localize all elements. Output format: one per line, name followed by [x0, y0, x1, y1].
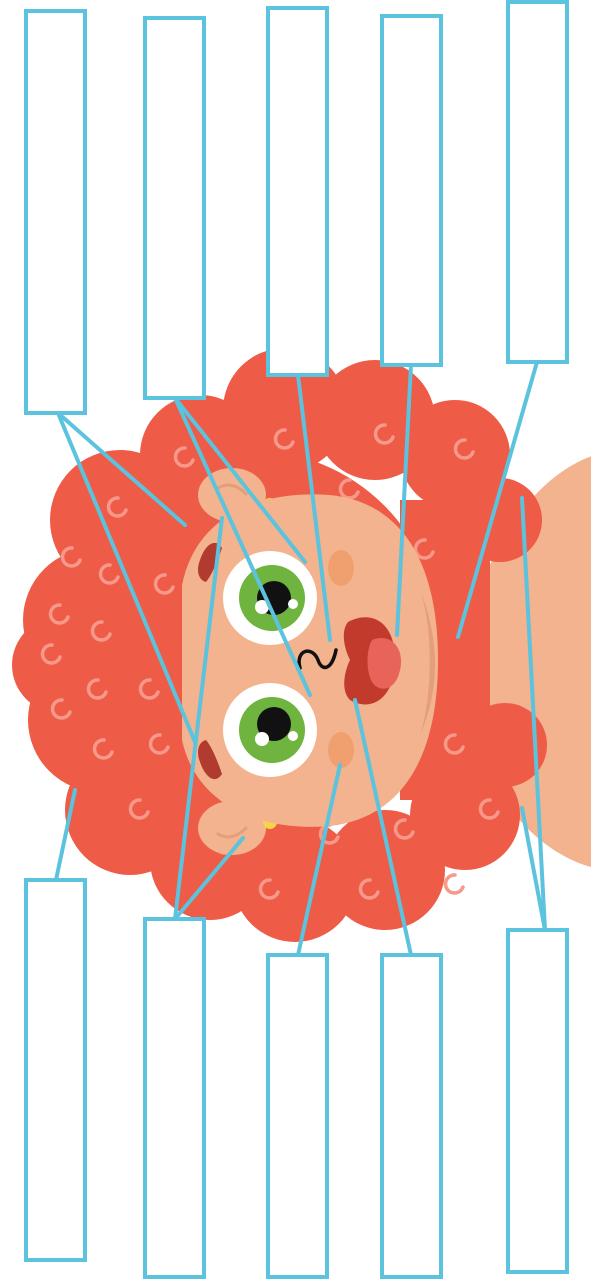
- label-box-top-4[interactable]: [382, 16, 441, 365]
- label-box-top-2[interactable]: [145, 18, 204, 398]
- label-box-bottom-4[interactable]: [382, 955, 441, 1277]
- eye-bottom: [223, 683, 317, 777]
- label-box-top-5[interactable]: [508, 2, 567, 362]
- label-box-bottom-1[interactable]: [26, 880, 85, 1260]
- label-box-bottom-3[interactable]: [268, 955, 327, 1277]
- eye-top: [223, 551, 317, 645]
- label-box-top-3[interactable]: [268, 8, 327, 375]
- cheek-bottom: [328, 732, 354, 768]
- girl-illustration: [12, 348, 591, 942]
- cheek-top: [328, 550, 354, 586]
- label-box-top-1[interactable]: [26, 11, 85, 413]
- label-box-bottom-2[interactable]: [145, 919, 204, 1277]
- label-box-bottom-5[interactable]: [508, 930, 567, 1272]
